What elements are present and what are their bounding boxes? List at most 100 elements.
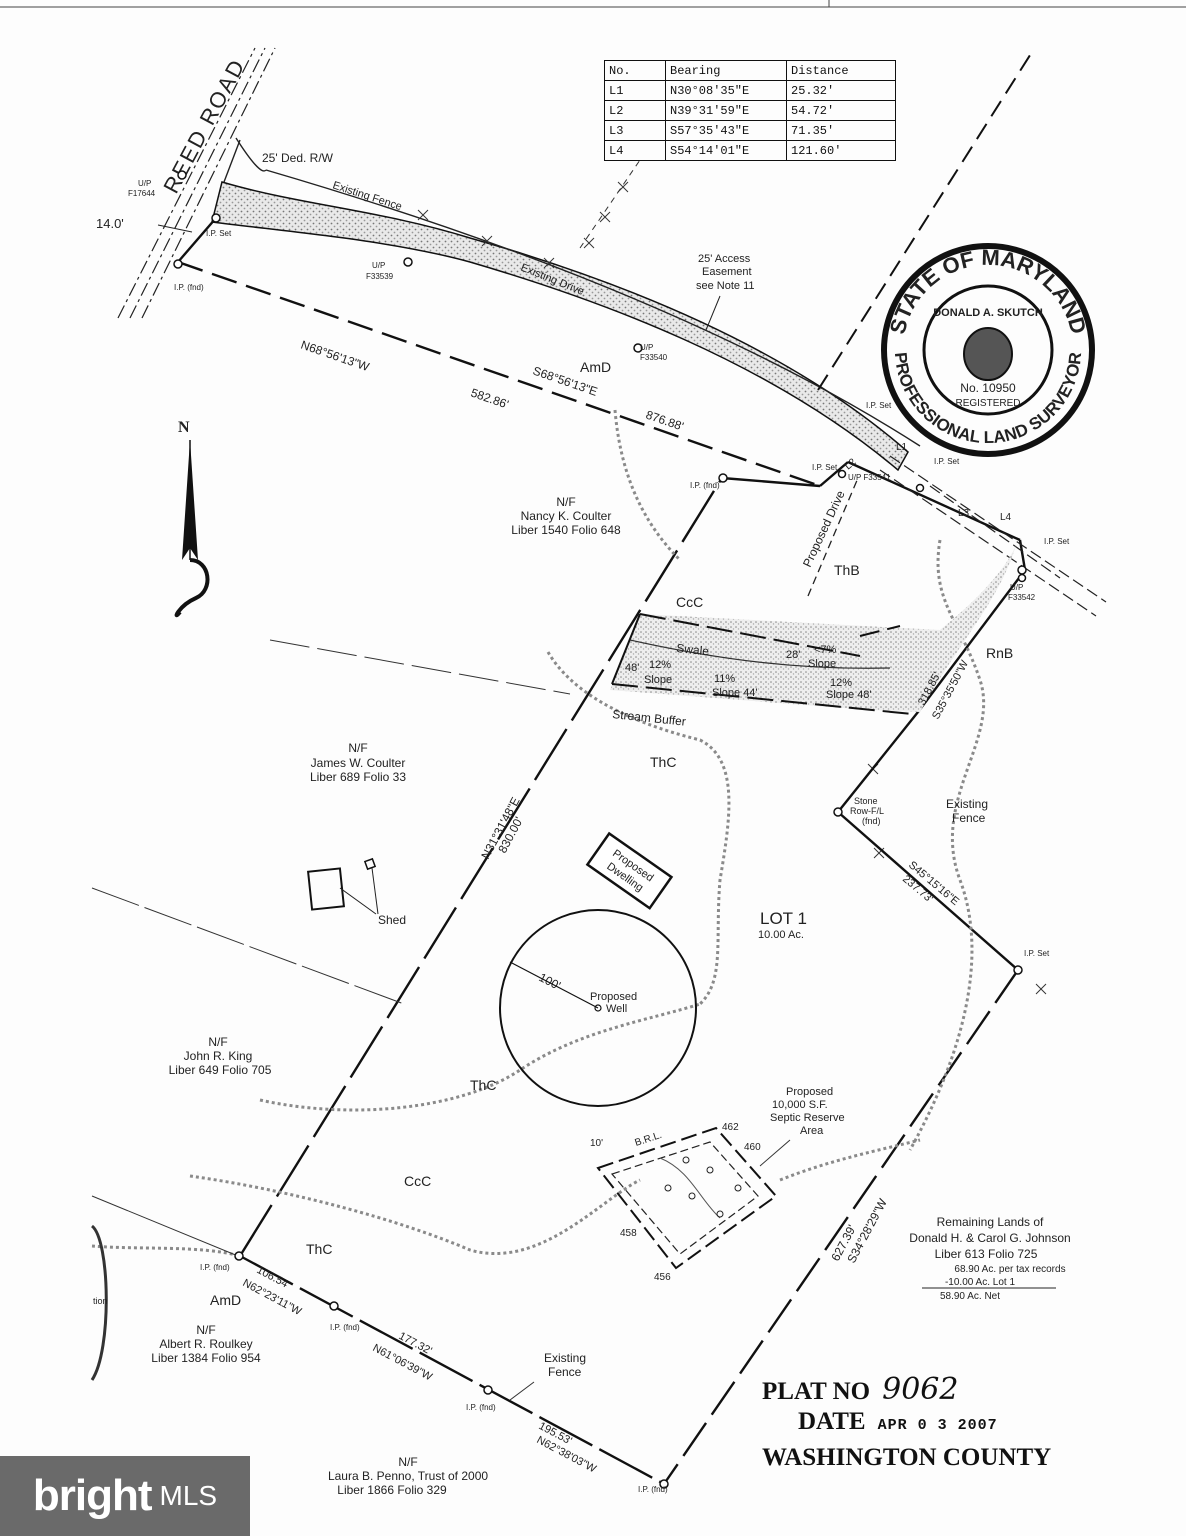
svg-text:I.P. (fnd): I.P. (fnd): [690, 481, 720, 490]
svg-text:Slope: Slope: [644, 674, 672, 686]
svg-text:28': 28': [786, 649, 800, 661]
cell-distance: 121.60': [786, 140, 896, 161]
east-road-lines: [879, 455, 1107, 617]
svg-text:DONALD A. SKUTCH: DONALD A. SKUTCH: [933, 307, 1043, 319]
plat-label: PLAT NO: [762, 1378, 871, 1405]
pin-marker: [211, 213, 221, 223]
cell-distance: 54.72': [786, 100, 896, 121]
svg-text:N/F: N/F: [556, 495, 575, 509]
north-arrow: N: [174, 419, 210, 618]
svg-text:Easement: Easement: [702, 266, 752, 278]
access-easement-label: 25' Access Easement see Note 11: [696, 253, 755, 331]
date-label: DATE: [798, 1408, 866, 1435]
svg-text:Nancy K. Coulter: Nancy K. Coulter: [521, 509, 612, 523]
svg-text:N/F: N/F: [398, 1455, 417, 1469]
adjoiner-laura-penno: N/F Laura B. Penno, Trust of 2000 Liber …: [328, 1455, 488, 1497]
svg-text:I.P. (fnd): I.P. (fnd): [330, 1323, 360, 1332]
lot-boundary: [177, 217, 1027, 1486]
utility-pole-marker: [403, 257, 413, 267]
svg-text:I.P. (fnd): I.P. (fnd): [638, 1485, 668, 1494]
svg-text:10,000 S.F.: 10,000 S.F.: [772, 1099, 828, 1111]
svg-text:<7%: <7%: [814, 644, 837, 656]
svg-text:I.P. Set: I.P. Set: [812, 463, 838, 472]
county-row: WASHINGTON COUNTY: [762, 1444, 1092, 1480]
watermark-suffix: MLS: [159, 1480, 218, 1511]
svg-text:N: N: [178, 419, 190, 436]
svg-text:Shed: Shed: [378, 913, 406, 927]
svg-text:Proposed: Proposed: [590, 991, 637, 1003]
svg-text:I.P. Set: I.P. Set: [866, 401, 892, 410]
svg-text:100': 100': [537, 970, 563, 993]
svg-text:L3: L3: [958, 508, 970, 519]
svg-text:Swale: Swale: [676, 641, 710, 658]
svg-text:AmD: AmD: [580, 359, 611, 375]
header-no: No.: [604, 60, 666, 81]
pin-labels: U/P F17644 I.P. Set I.P. (fnd) U/P F3353…: [128, 179, 1070, 1494]
cell-distance: 25.32': [786, 80, 896, 101]
svg-text:L2: L2: [843, 456, 859, 472]
proposed-dwelling: Proposed Dwelling: [585, 831, 674, 910]
svg-text:Liber 1866 Folio 329: Liber 1866 Folio 329: [337, 1483, 447, 1497]
svg-text:Well: Well: [606, 1003, 627, 1015]
svg-text:I.P. Set: I.P. Set: [206, 229, 232, 238]
svg-text:(fnd): (fnd): [862, 816, 881, 826]
svg-text:L4: L4: [1000, 512, 1012, 523]
svg-text:460: 460: [744, 1142, 761, 1153]
svg-text:I.P. (fnd): I.P. (fnd): [174, 283, 204, 292]
utility-pole-marker: [837, 469, 847, 479]
pin-marker: [659, 1479, 669, 1489]
cell-no: L3: [604, 120, 666, 141]
svg-text:U/P F33541: U/P F33541: [848, 473, 891, 482]
utility-pole-marker: [1017, 573, 1027, 583]
soil-labels: AmD ThB CcC RnB ThC ThC CcC ThC AmD: [210, 359, 1013, 1308]
north-boundary: N68°56'13"W 582.86' S68°56'13"E 876.88': [177, 260, 821, 488]
svg-text:I.P. Set: I.P. Set: [934, 457, 960, 466]
pin-marker: [1017, 565, 1027, 575]
line-table-header: No. Bearing Distance: [604, 60, 896, 81]
svg-text:Slope: Slope: [808, 658, 836, 670]
header-distance: Distance: [786, 60, 896, 81]
plat-number-row: PLAT NO 9062: [762, 1372, 1092, 1408]
line-table: No. Bearing Distance L1 N30°08'35"E 25.3…: [604, 60, 896, 161]
pin-marker: [1013, 965, 1023, 975]
adjoining-lines: [90, 639, 571, 1381]
svg-text:Existing: Existing: [946, 797, 988, 811]
cell-no: L4: [604, 140, 666, 161]
east-property-line: [817, 51, 1033, 391]
brightmls-watermark: bright MLS: [0, 1456, 250, 1536]
table-row: L1 N30°08'35"E 25.32': [604, 80, 896, 101]
svg-text:58.90 Ac. Net: 58.90 Ac. Net: [940, 1291, 1000, 1302]
header-bearing: Bearing: [665, 60, 787, 81]
svg-text:Fence: Fence: [952, 811, 986, 825]
svg-text:12%: 12%: [649, 659, 671, 671]
svg-text:F17644: F17644: [128, 189, 156, 198]
svg-text:tion: tion: [93, 1296, 108, 1306]
plat-number: 9062: [882, 1372, 959, 1407]
svg-text:Liber 613 Folio 725: Liber 613 Folio 725: [935, 1247, 1038, 1261]
svg-text:L1: L1: [896, 442, 908, 453]
adjoiner-nancy-coulter: N/F Nancy K. Coulter Liber 1540 Folio 64…: [511, 495, 621, 537]
svg-text:STATE OF MARYLAND: STATE OF MARYLAND: [885, 245, 1092, 337]
svg-text:Area: Area: [800, 1125, 824, 1137]
cell-bearing: N30°08'35"E: [665, 80, 787, 101]
fence-line-north: [579, 159, 641, 249]
svg-text:Liber 1540 Folio 648: Liber 1540 Folio 648: [511, 523, 621, 537]
watermark-brand: bright: [32, 1471, 153, 1520]
svg-text:Existing: Existing: [544, 1351, 586, 1365]
pin-marker: [483, 1385, 493, 1395]
frontage-dimension: 14.0': [96, 216, 193, 233]
svg-text:James W. Coulter: James W. Coulter: [311, 756, 406, 770]
svg-text:10': 10': [590, 1138, 603, 1149]
svg-text:48': 48': [625, 662, 639, 674]
well-radius: 100' Proposed Well: [499, 909, 697, 1107]
svg-text:Liber 689 Folio 33: Liber 689 Folio 33: [310, 770, 406, 784]
septic-reserve-area: Proposed 10,000 S.F. Septic Reserve Area…: [590, 1086, 845, 1283]
east-boundary-labels: 318.85' S35°35'50"W Stone Row-F/L (fnd) …: [828, 658, 988, 1265]
svg-text:B.R.L.: B.R.L.: [634, 1130, 664, 1149]
county-name: WASHINGTON COUNTY: [762, 1444, 1052, 1471]
svg-text:U/P: U/P: [138, 179, 151, 188]
table-row: L3 S57°35'43"E 71.35': [604, 120, 896, 141]
svg-text:N68°56'13"W: N68°56'13"W: [299, 338, 372, 375]
slope-labels: 48' 12% Slope 11% Slope 44' 28' <7% Slop…: [625, 644, 872, 701]
svg-text:Liber 1384 Folio 954: Liber 1384 Folio 954: [151, 1351, 261, 1365]
